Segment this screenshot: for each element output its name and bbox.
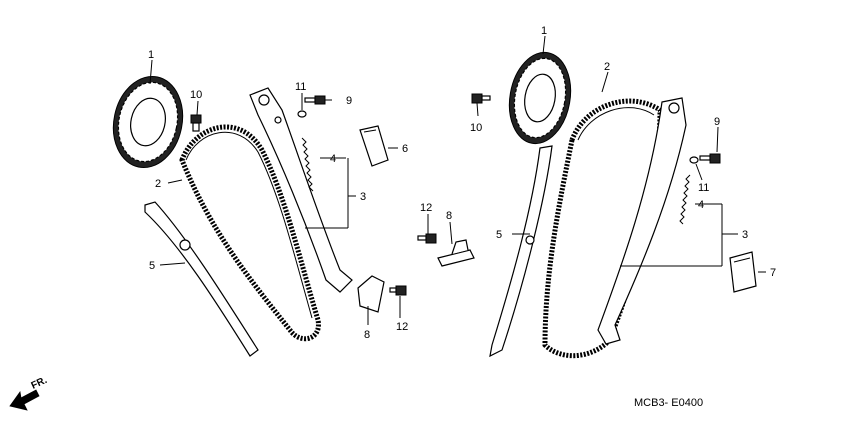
callout-11-right: 11 <box>698 182 709 194</box>
plate-8-lower <box>357 275 385 313</box>
callout-12-lower: 12 <box>396 321 408 333</box>
chain-guide-right <box>489 145 553 358</box>
plate-8-center <box>437 239 475 267</box>
callout-3-left: 3 <box>360 191 366 203</box>
callout-1-left: 1 <box>148 49 154 61</box>
callout-5-right: 5 <box>496 229 502 241</box>
cam-chain-left <box>179 124 321 342</box>
bolt-9-left <box>304 95 326 105</box>
cam-sprocket-left <box>112 75 184 169</box>
tensioner-arm-left <box>249 87 353 293</box>
callout-8-lower: 8 <box>364 329 370 341</box>
tensioner-spring-left <box>301 137 314 192</box>
callout-1-right: 1 <box>541 25 547 37</box>
callout-5-left: 5 <box>149 260 155 272</box>
direction-label: FR. <box>30 375 49 392</box>
chain-guide-left <box>144 201 259 357</box>
callout-10-right: 10 <box>470 122 482 134</box>
part-7-block <box>729 251 757 293</box>
callout-2-left: 2 <box>155 178 161 190</box>
drawing-code: MCB3- E0400 <box>634 397 703 409</box>
callout-10-left: 10 <box>190 89 202 101</box>
tensioner-spring-right <box>679 174 691 225</box>
bolt-10-right <box>471 93 491 104</box>
bolt-9-right <box>699 153 721 164</box>
part-6-block <box>359 125 389 167</box>
bolt-10-left <box>190 114 202 132</box>
callout-8-center: 8 <box>446 210 452 222</box>
washer-11-left <box>297 110 307 118</box>
callout-11-left: 11 <box>295 81 306 93</box>
callout-9-right: 9 <box>714 116 720 128</box>
callout-7: 7 <box>770 267 776 279</box>
callout-9-left: 9 <box>346 95 352 107</box>
bolt-12-center <box>417 233 437 244</box>
bolt-12-lower <box>389 285 407 296</box>
callout-2-right: 2 <box>604 61 610 73</box>
callout-3-right: 3 <box>742 229 748 241</box>
tensioner-arm-right <box>597 97 687 345</box>
callout-4-left: 4 <box>330 153 336 165</box>
cam-sprocket-right <box>508 51 572 145</box>
leader-lines <box>149 35 766 325</box>
callout-4-right: 4 <box>698 199 704 211</box>
callout-12-center: 12 <box>420 202 432 214</box>
front-direction-arrow: FR. <box>9 375 49 411</box>
washer-11-right <box>689 156 699 164</box>
callout-6: 6 <box>402 143 408 155</box>
